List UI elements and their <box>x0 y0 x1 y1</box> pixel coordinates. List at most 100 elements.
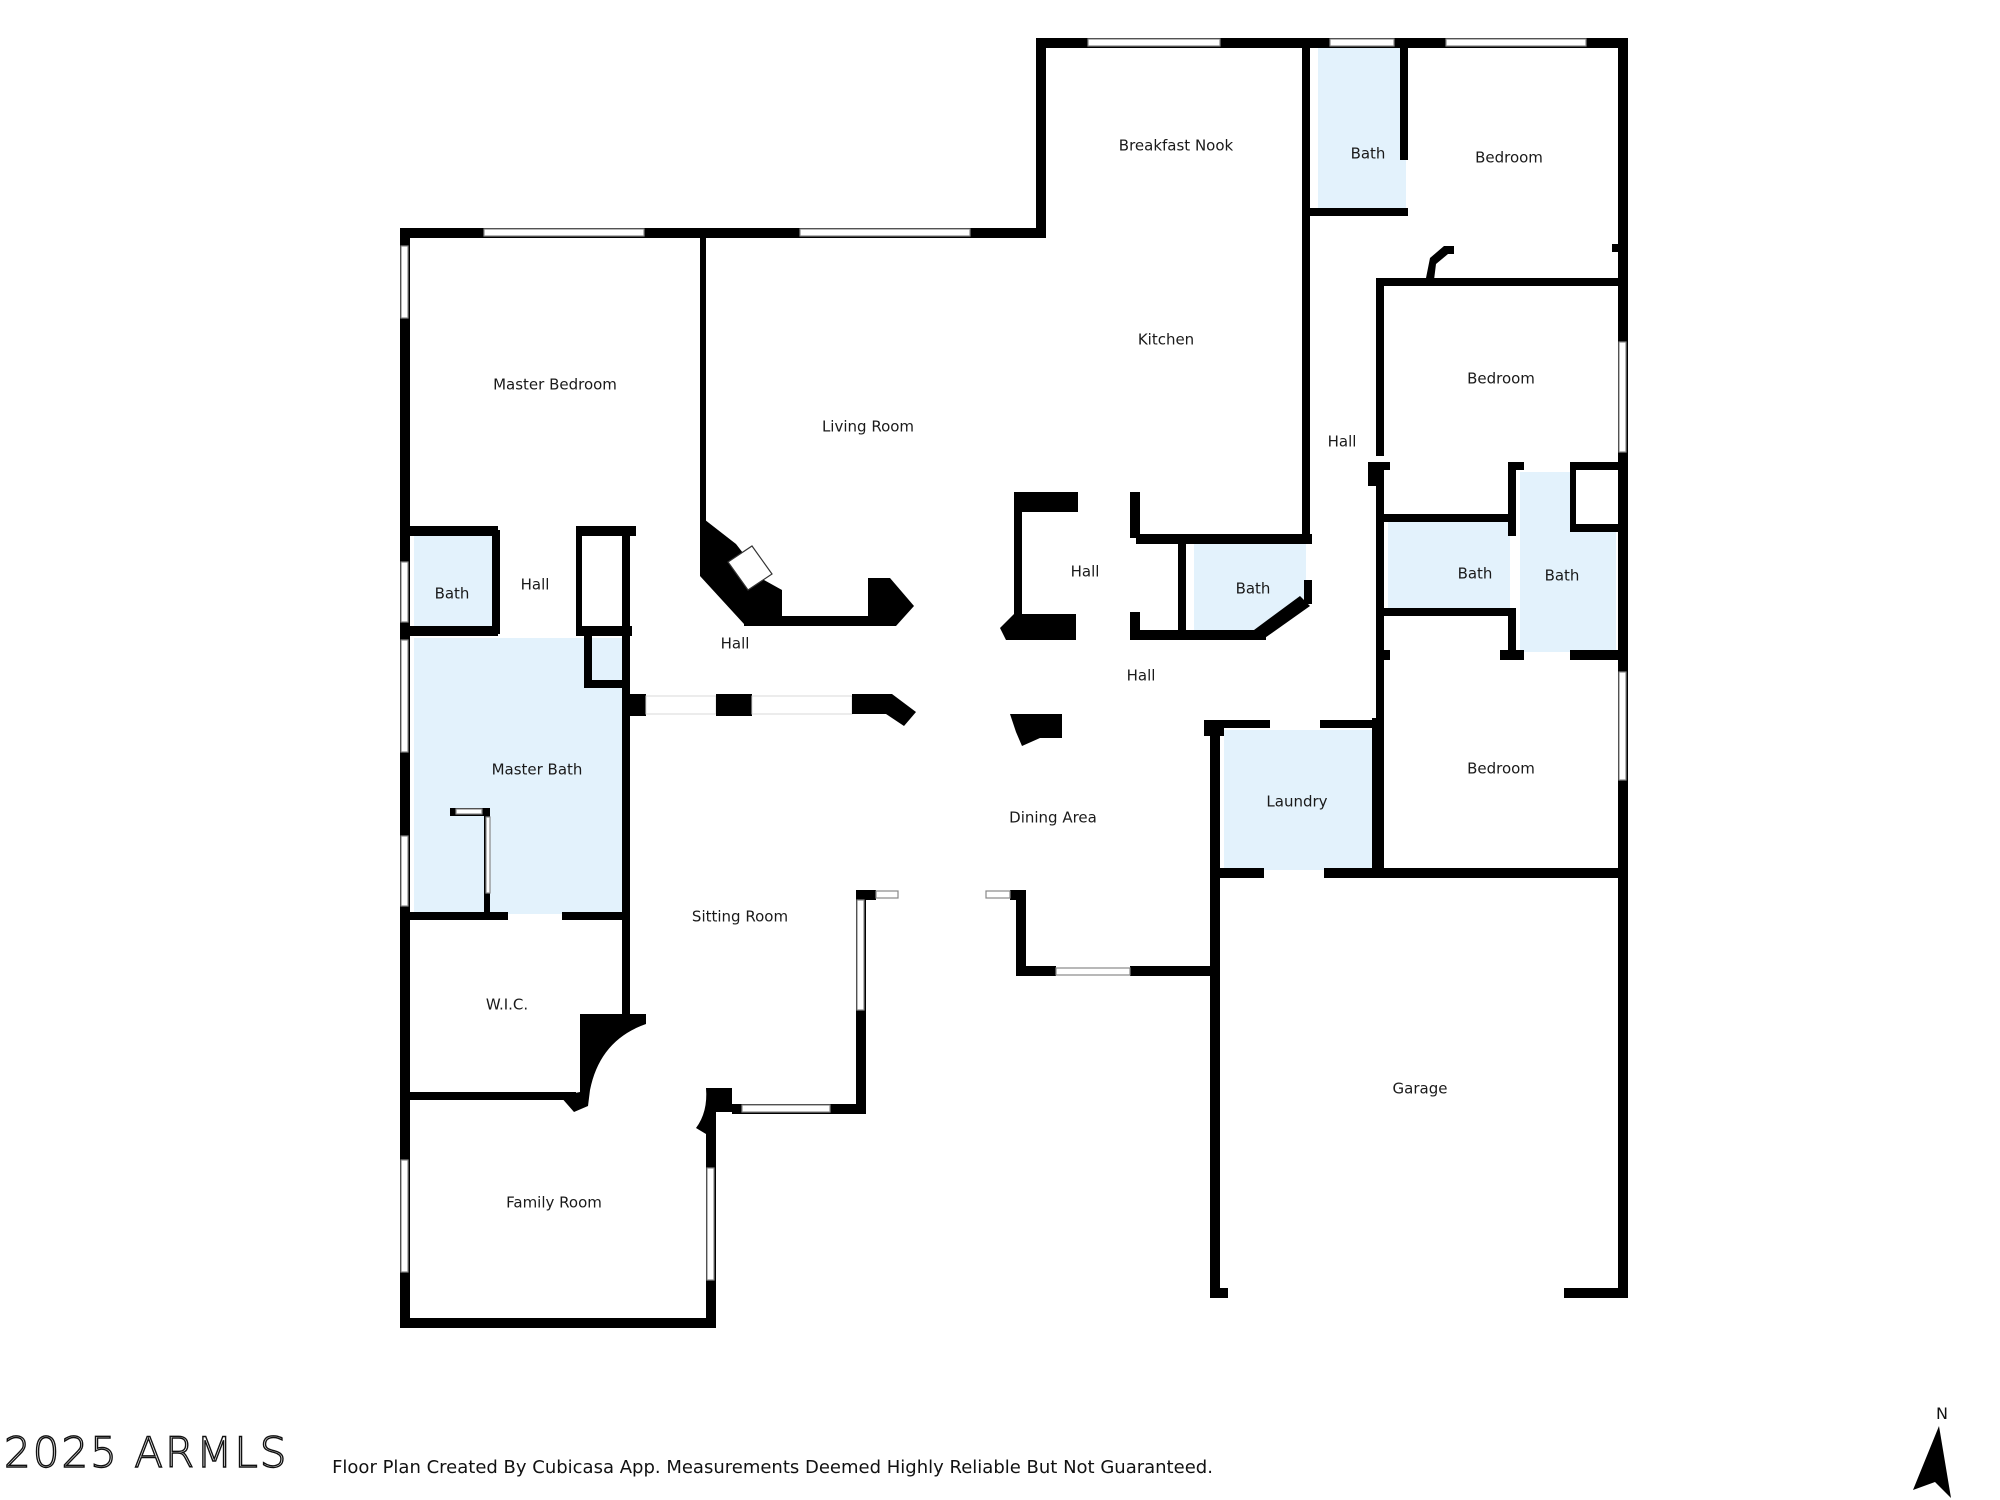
wall <box>1178 538 1186 638</box>
wall <box>1618 38 1628 1298</box>
room-label-bath: Bath <box>1545 567 1580 585</box>
wall <box>1304 580 1312 604</box>
wall <box>1376 462 1384 870</box>
wall <box>1036 38 1046 238</box>
wall <box>1130 966 1210 976</box>
wall <box>1016 966 1056 976</box>
wall <box>492 530 500 634</box>
room-label-sitting-room: Sitting Room <box>692 908 788 926</box>
wall <box>1254 596 1310 640</box>
wall <box>1136 534 1312 544</box>
room-label-hall: Hall <box>521 576 550 594</box>
wall <box>1570 524 1622 532</box>
wall <box>584 630 592 686</box>
window <box>1445 38 1587 47</box>
room-label-bedroom: Bedroom <box>1475 149 1543 167</box>
door-swing <box>696 1088 732 1140</box>
window <box>400 561 409 623</box>
room-label-bedroom: Bedroom <box>1467 760 1535 778</box>
laundry-fill <box>1224 730 1372 870</box>
wall <box>1508 608 1516 658</box>
wall <box>1426 246 1454 280</box>
bath-top-fill <box>1318 48 1406 214</box>
room-label-bath: Bath <box>1351 145 1386 163</box>
window <box>400 639 409 753</box>
wall <box>1570 462 1622 470</box>
watermark: 2025 ARMLS <box>3 1427 289 1477</box>
wall <box>1210 1288 1228 1298</box>
wall <box>400 228 1042 238</box>
north-label: N <box>1936 1404 1948 1423</box>
wall <box>744 616 870 626</box>
wall <box>408 526 498 536</box>
wall <box>1380 608 1512 616</box>
wall <box>1210 720 1270 728</box>
wall <box>852 694 916 726</box>
window <box>483 228 645 237</box>
room-label-dining-area: Dining Area <box>1009 809 1097 827</box>
room-label-family-room: Family Room <box>506 1194 602 1212</box>
wall <box>622 710 630 1014</box>
wall <box>1304 208 1408 216</box>
bath-center-fill <box>1194 544 1306 630</box>
wall <box>1210 868 1264 878</box>
wall <box>1564 1288 1628 1298</box>
bath-fills <box>414 48 1616 914</box>
room-label-bath: Bath <box>1458 565 1493 583</box>
wall <box>868 578 914 626</box>
room-label-breakfast-nook: Breakfast Nook <box>1119 137 1234 155</box>
column <box>1010 714 1062 746</box>
room-label-wic: W.I.C. <box>486 996 528 1014</box>
wall <box>1380 514 1512 522</box>
wall <box>1376 650 1390 660</box>
interior-opening <box>645 695 717 715</box>
window <box>706 1167 715 1281</box>
window <box>985 890 1011 899</box>
room-label-kitchen: Kitchen <box>1138 331 1194 349</box>
window <box>1055 967 1131 976</box>
window <box>1618 341 1627 453</box>
disclaimer-text: Floor Plan Created By Cubicasa App. Meas… <box>332 1457 1213 1478</box>
wall <box>562 912 628 920</box>
room-label-master-bath: Master Bath <box>492 761 583 779</box>
room-label-living-room: Living Room <box>822 418 914 436</box>
room-label-bedroom: Bedroom <box>1467 370 1535 388</box>
wall <box>408 912 508 920</box>
window <box>1618 671 1627 781</box>
wall <box>1570 650 1622 660</box>
window <box>1087 38 1221 47</box>
window <box>741 1104 831 1113</box>
window <box>400 1159 409 1273</box>
wall <box>408 1092 576 1100</box>
room-label-bath: Bath <box>1236 580 1271 598</box>
interior-opening <box>751 695 853 715</box>
wall <box>576 526 636 536</box>
room-label-laundry: Laundry <box>1266 793 1327 811</box>
room-label-hall: Hall <box>1127 667 1156 685</box>
window <box>400 835 409 907</box>
wall <box>700 236 706 522</box>
wall <box>856 890 876 900</box>
window <box>455 808 483 815</box>
fireplace-hearth <box>727 545 773 591</box>
room-label-bath: Bath <box>435 585 470 603</box>
room-label-master-bedroom: Master Bedroom <box>493 376 617 394</box>
wall <box>1376 278 1622 286</box>
window <box>1329 38 1395 47</box>
wall <box>584 680 628 688</box>
bath-east-1-fill <box>1388 522 1510 610</box>
wall <box>408 626 498 636</box>
wall <box>1376 462 1390 470</box>
windows <box>400 38 1627 1281</box>
room-label-hall: Hall <box>1071 563 1100 581</box>
wall <box>576 530 582 634</box>
room-label-garage: Garage <box>1393 1080 1448 1098</box>
walls <box>400 38 1628 1328</box>
wall <box>1136 630 1266 640</box>
wall <box>1130 492 1140 538</box>
wall <box>576 626 632 636</box>
wall <box>1508 462 1516 536</box>
wall <box>400 228 410 1328</box>
wall <box>1210 720 1220 1298</box>
window <box>875 890 899 899</box>
